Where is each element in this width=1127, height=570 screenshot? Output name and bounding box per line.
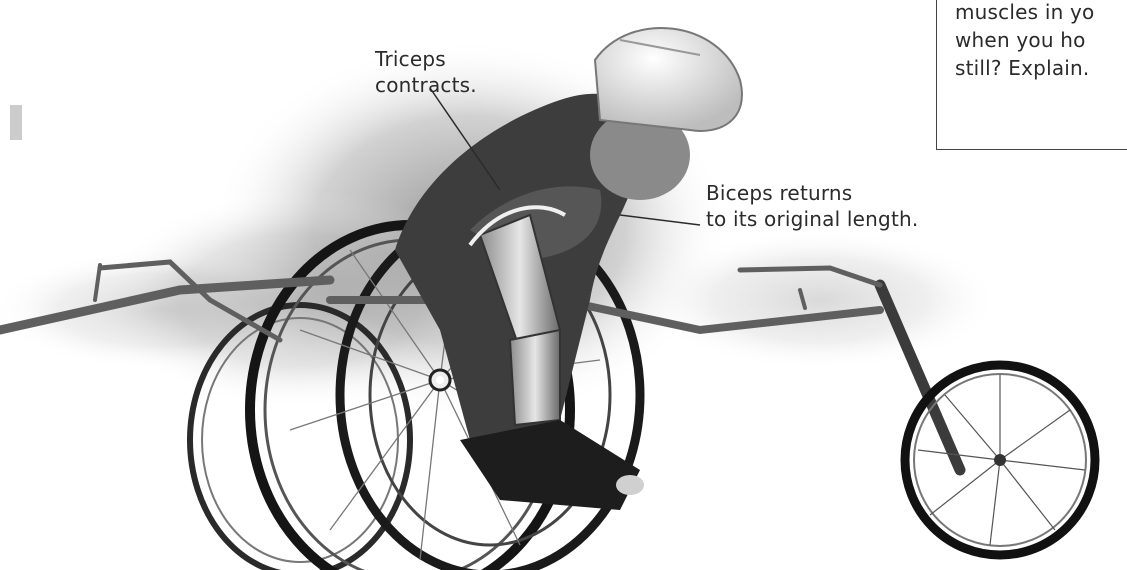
biceps-label-line2: to its original length. [706,206,918,232]
question-line1: muscles in yo [955,0,1127,26]
question-line2: when you ho [955,26,1127,54]
triceps-label: Triceps contracts. [375,46,477,98]
question-box: muscles in yo when you ho still? Explain… [936,0,1127,150]
question-line3: still? Explain. [955,54,1127,82]
margin-mark [10,105,22,140]
wheel-hub [436,376,444,384]
biceps-label: Biceps returns to its original length. [706,180,918,232]
triceps-label-line1: Triceps [375,46,477,72]
triceps-label-line2: contracts. [375,72,477,98]
biceps-label-line1: Biceps returns [706,180,918,206]
front-wheel [905,365,1095,555]
